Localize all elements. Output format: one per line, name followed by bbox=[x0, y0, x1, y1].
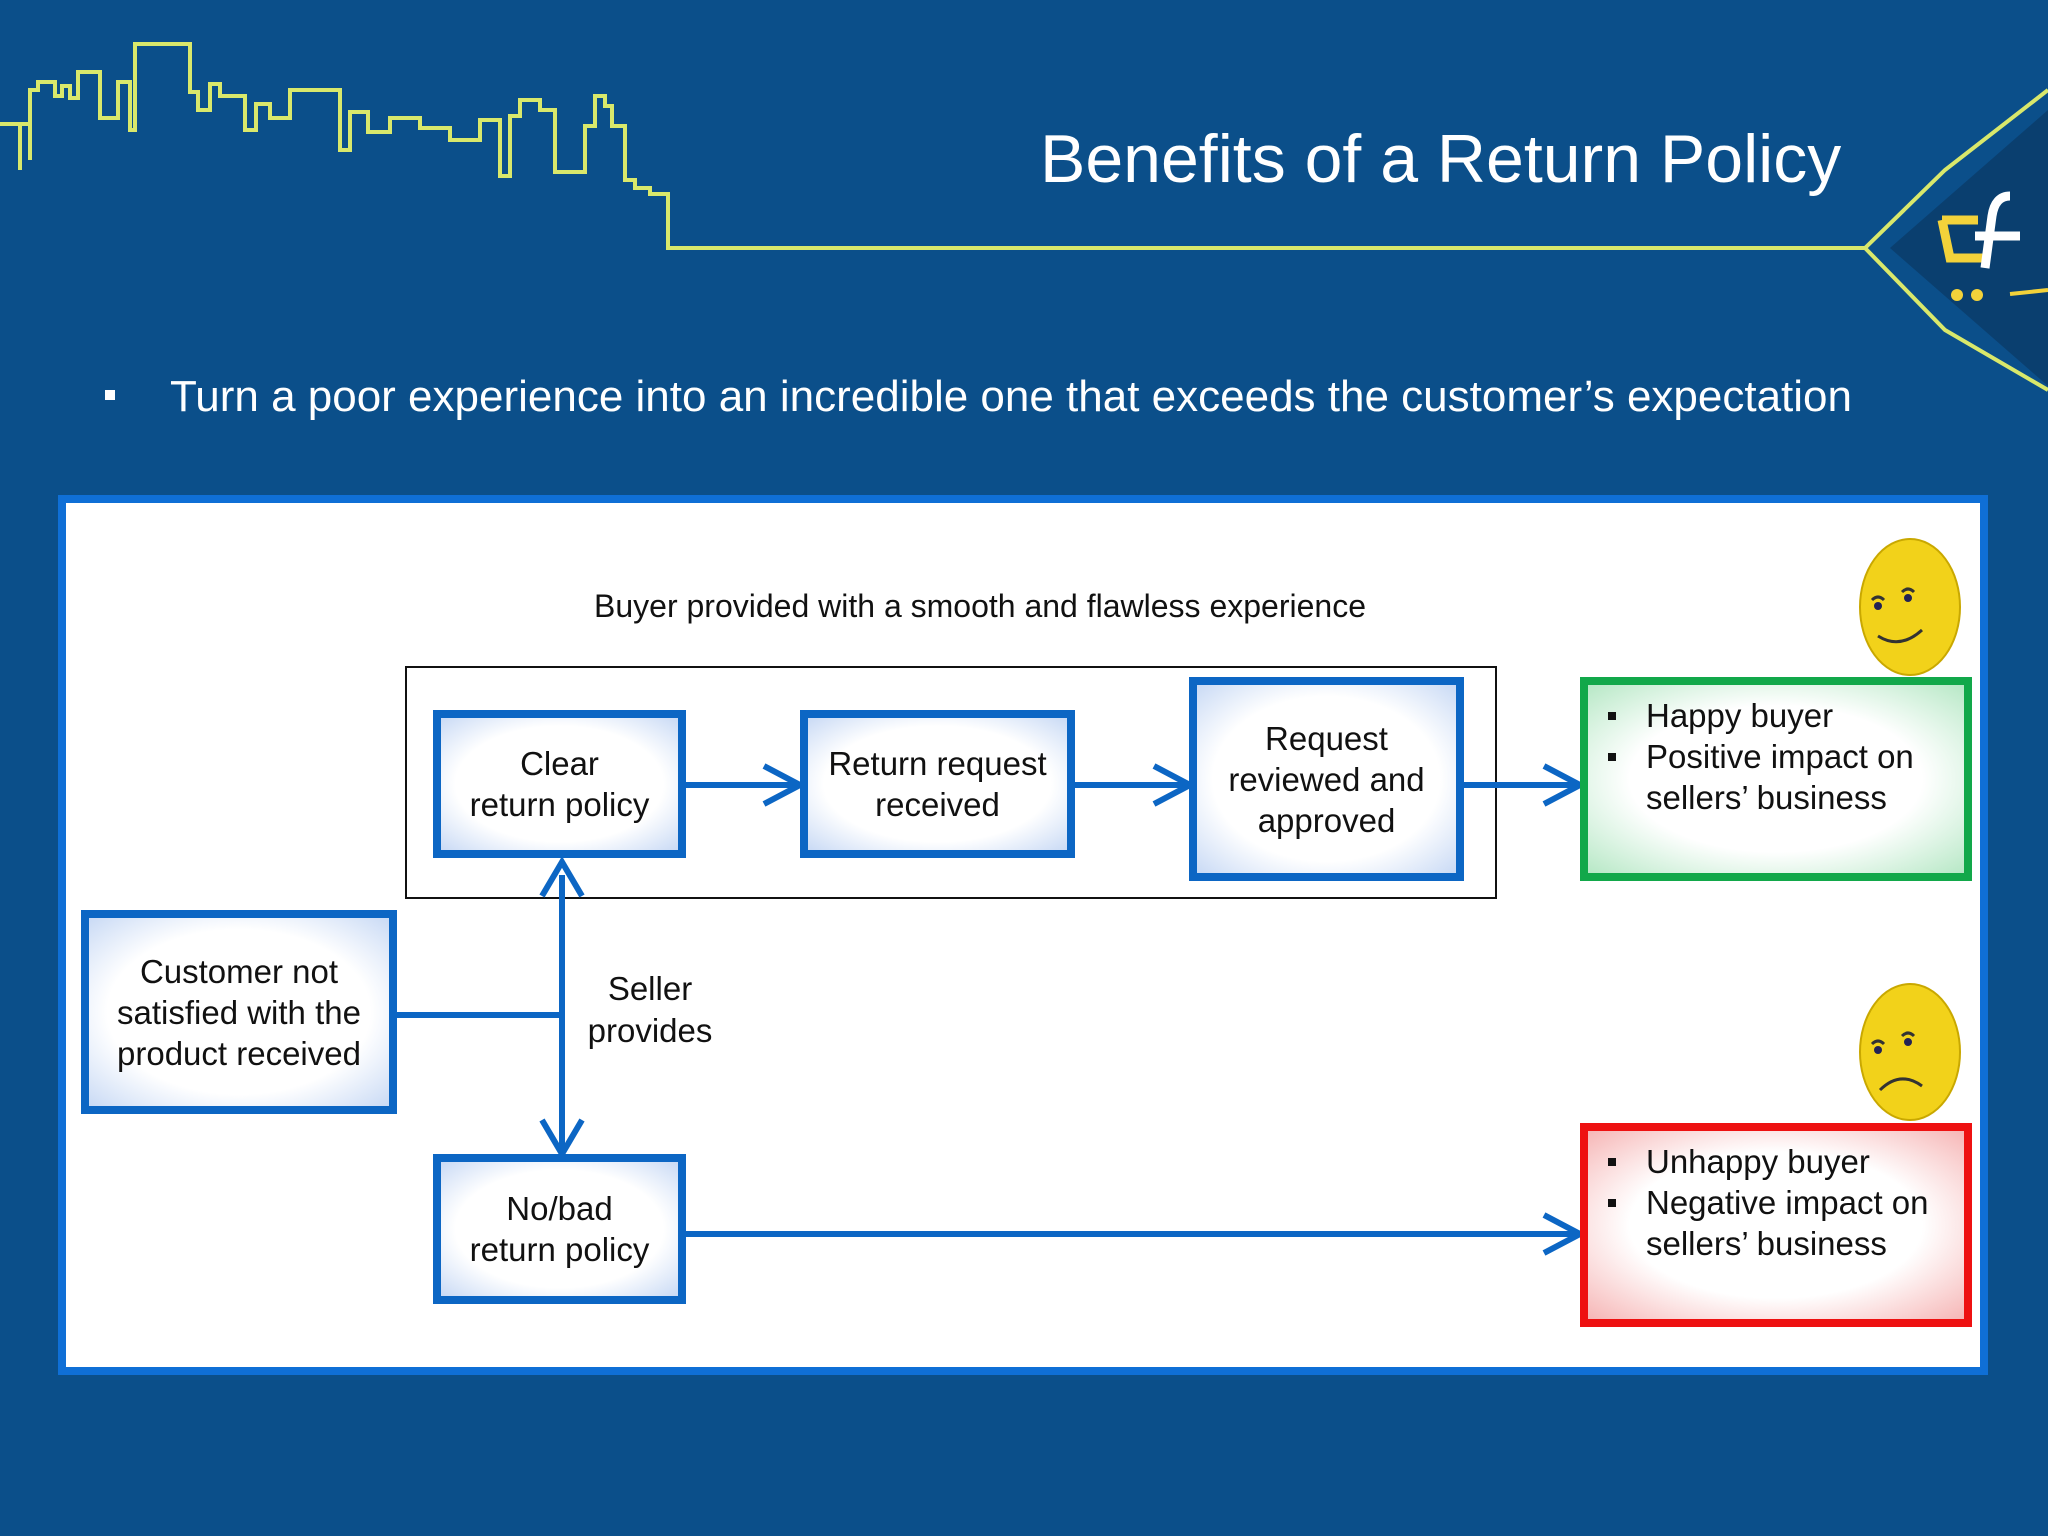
unhappy-item-1: Unhappy buyer bbox=[1606, 1141, 1964, 1182]
bullet-marker bbox=[105, 390, 115, 401]
outcome-happy-box: Happy buyer Positive impact on sellers’ … bbox=[1580, 677, 1972, 881]
skyline-icon bbox=[0, 42, 2048, 392]
happy-item-1: Happy buyer bbox=[1606, 695, 1964, 736]
seller-provides-label: Seller provides bbox=[587, 970, 713, 1049]
node-customer-not-satisfied: Customer not satisfied with the product … bbox=[81, 910, 397, 1114]
sad-face-icon bbox=[1859, 983, 1961, 1121]
bullet-text: Turn a poor experience into an incredibl… bbox=[170, 372, 1852, 421]
happy-item-2: Positive impact on sellers’ business bbox=[1606, 736, 1964, 818]
node-request-reviewed: Request reviewed and approved bbox=[1189, 677, 1464, 881]
happy-face-icon bbox=[1859, 538, 1961, 676]
logo-icon bbox=[1890, 110, 2048, 386]
arrowhead-up bbox=[539, 856, 585, 898]
outcome-unhappy-box: Unhappy buyer Negative impact on sellers… bbox=[1580, 1123, 1972, 1327]
node-clear-return-policy: Clear return policy bbox=[433, 710, 686, 858]
bullet-point: Turn a poor experience into an incredibl… bbox=[105, 372, 1852, 422]
node-no-bad-return-policy: No/bad return policy bbox=[433, 1154, 686, 1304]
unhappy-item-2: Negative impact on sellers’ business bbox=[1606, 1182, 1964, 1264]
node-return-request-received: Return request received bbox=[800, 710, 1075, 858]
slide-title: Benefits of a Return Policy bbox=[1040, 121, 1842, 197]
experience-caption: Buyer provided with a smooth and flawles… bbox=[594, 588, 1366, 624]
